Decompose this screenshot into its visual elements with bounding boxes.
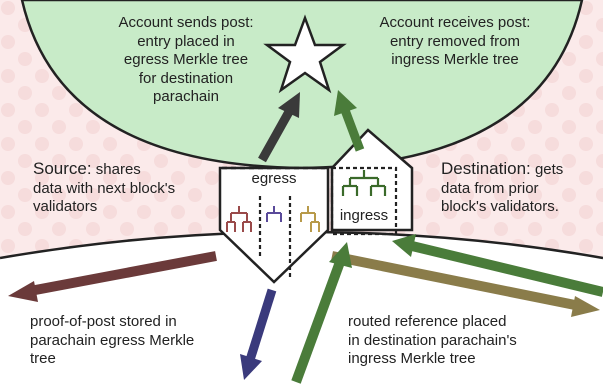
- source-parachain-shape: [218, 166, 330, 284]
- proof-of-post-arrow: [8, 251, 217, 302]
- ingress-in-arrow-right: [392, 234, 603, 297]
- destination-heading: Destination:: [441, 159, 531, 178]
- routed-reference-note: routed reference placed in destination p…: [348, 313, 517, 367]
- post-receive-arrow: [334, 90, 365, 152]
- merkle-tree-green-icon: [341, 170, 387, 196]
- destination-text: gets data from prior block's validators.: [441, 161, 564, 215]
- ingress-box: [330, 166, 398, 236]
- relay-send-note: Account sends post: entry placed in egre…: [118, 14, 254, 105]
- destination-parachain-shape: [330, 128, 414, 232]
- merkle-tree-red-icon: [226, 206, 252, 232]
- merkle-tree-purple-icon: [266, 206, 282, 222]
- source-text: shares data with next block's validators: [33, 161, 176, 215]
- merkle-tree-gold-icon: [300, 206, 320, 232]
- source-heading: Source:: [33, 159, 92, 178]
- relay-star-icon: [263, 14, 347, 94]
- ingress-up-arrow-left: [291, 242, 352, 384]
- egress-label: egress: [251, 170, 297, 187]
- egress-down-arrow: [240, 288, 277, 380]
- proof-of-post-note: proof-of-post stored in parachain egress…: [30, 313, 195, 367]
- source-description: Source: shares data with next block's va…: [33, 159, 223, 217]
- relay-receive-note: Account receives post: entry removed fro…: [379, 14, 531, 68]
- ingress-label: ingress: [339, 207, 389, 224]
- destination-description: Destination: gets data from prior block'…: [441, 159, 603, 217]
- post-send-arrow: [258, 92, 300, 163]
- routed-reference-arrow: [331, 251, 600, 317]
